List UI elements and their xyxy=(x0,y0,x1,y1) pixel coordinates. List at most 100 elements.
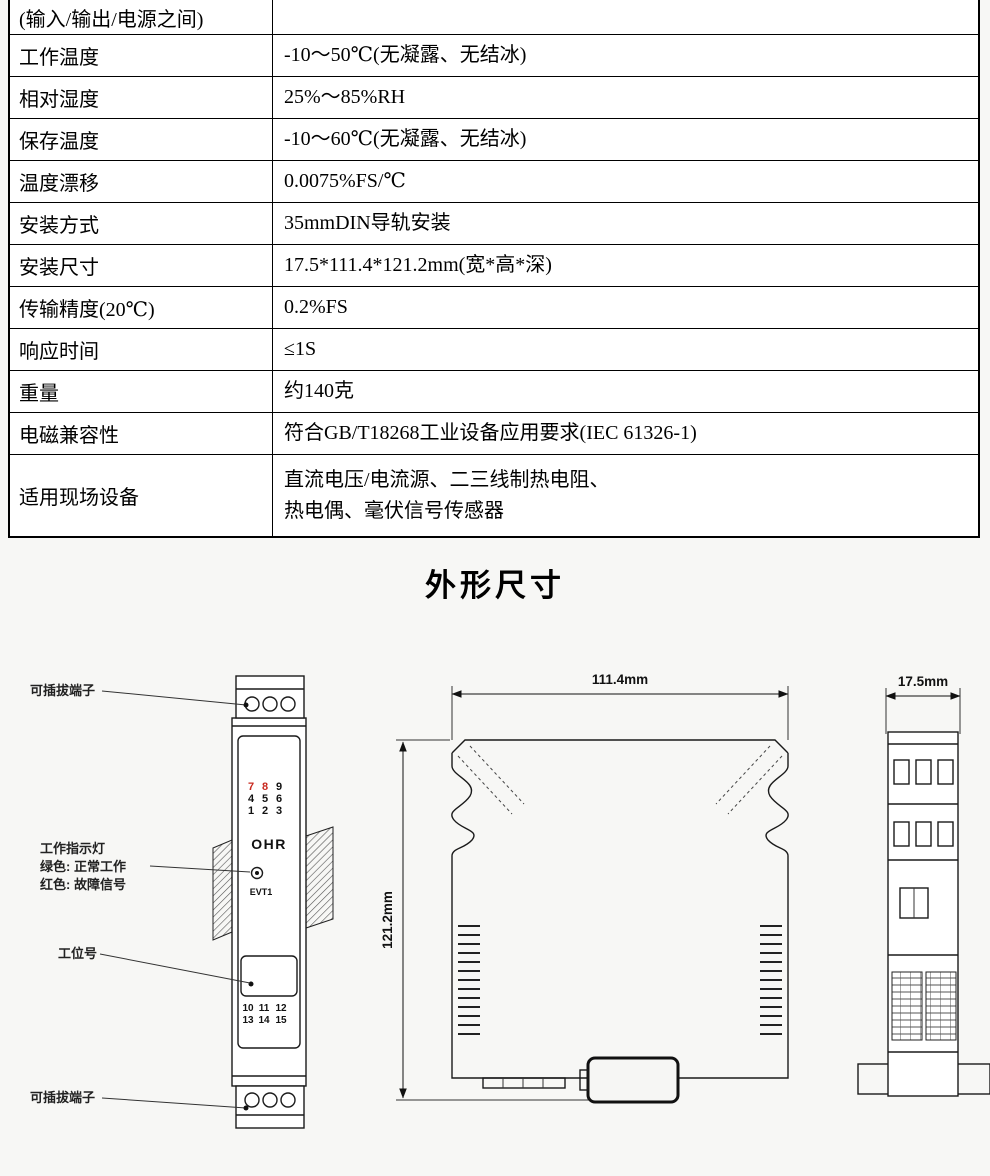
terminal-screw xyxy=(262,1092,278,1108)
terminal-number: 12 xyxy=(275,1003,287,1014)
dimension-height-label: 121.2mm xyxy=(380,891,395,949)
outline-dimensions-drawing: 7 8 9 4 5 6 1 2 3 OHR EVT1 10 11 12 13 1… xyxy=(30,672,990,1129)
terminal-number: 13 xyxy=(242,1015,254,1026)
brand-logo: OHR xyxy=(251,836,287,852)
vent-slots-left xyxy=(458,925,480,1035)
callout-labels: 可插拔端子 工作指示灯 绿色: 正常工作 红色: 故障信号 工位号 可插拔端子 xyxy=(30,683,251,1111)
table-row: 重量 约140克 xyxy=(10,370,978,412)
callout-indicator-title: 工作指示灯 xyxy=(40,841,105,856)
vent-slots-right xyxy=(760,925,782,1035)
spec-value-cell: -10～50℃(无凝露、无结冰) xyxy=(284,44,527,66)
led-label: EVT1 xyxy=(250,887,273,897)
spec-label-cell: 重量 xyxy=(10,371,273,412)
terminal-number: 3 xyxy=(276,805,282,817)
din-rail-hatch-left xyxy=(212,839,233,941)
spec-label-cell: 工作温度 xyxy=(10,35,273,76)
terminal-number: 10 xyxy=(242,1003,254,1014)
spec-value-cell: 0.0075%FS/℃ xyxy=(284,170,406,192)
callout-plug-bottom: 可插拔端子 xyxy=(30,1090,95,1105)
spec-value-cell xyxy=(273,0,978,34)
terminal-number: 8 xyxy=(262,781,268,793)
terminal-slot xyxy=(937,821,954,847)
terminal-slot xyxy=(893,759,910,785)
callout-station: 工位号 xyxy=(58,946,97,961)
table-row: 工作温度 -10～50℃(无凝露、无结冰) xyxy=(10,34,978,76)
mounting-foot xyxy=(482,1077,566,1089)
terminal-screw xyxy=(244,1092,260,1108)
dimension-width-label: 111.4mm xyxy=(592,672,648,687)
spec-label-cell: 安装方式 xyxy=(10,203,273,244)
spec-value-cell: 25%～85%RH xyxy=(284,86,406,108)
terminal-number: 2 xyxy=(262,805,268,817)
side-view: 111.4mm 121.2mm xyxy=(380,672,789,1104)
spec-label-cell: 温度漂移 xyxy=(10,161,273,202)
connector-tab xyxy=(579,1069,589,1091)
hidden-edge xyxy=(715,745,771,805)
spec-value-cell: 约140克 xyxy=(284,380,354,402)
callout-indicator-red: 红色: 故障信号 xyxy=(40,877,126,892)
spec-value-cell: 直流电压/电流源、二三线制热电阻、 热电偶、毫伏信号传感器 xyxy=(284,468,610,522)
spec-label-cell: 适用现场设备 xyxy=(10,455,273,536)
spec-value-cell: ≤1S xyxy=(284,338,317,360)
table-row: 安装尺寸 17.5*111.4*121.2mm(宽*高*深) xyxy=(10,244,978,286)
table-row: 相对湿度 25%～85%RH xyxy=(10,76,978,118)
spec-label-cell: 安装尺寸 xyxy=(10,245,273,286)
table-row: 响应时间 ≤1S xyxy=(10,328,978,370)
terminal-number: 14 xyxy=(258,1015,270,1026)
terminal-number: 15 xyxy=(275,1015,287,1026)
leader-line xyxy=(101,690,247,706)
table-row: (输入/输出/电源之间) xyxy=(10,0,978,34)
end-module-body xyxy=(887,731,959,1097)
vent-grid xyxy=(891,971,923,1041)
spec-value-cell: -10～60℃(无凝露、无结冰) xyxy=(284,128,527,150)
housing-top-outline xyxy=(451,739,789,766)
section-title-outline-dimensions: 外形尺寸 xyxy=(425,568,565,603)
hidden-edge xyxy=(727,755,783,815)
leader-line xyxy=(99,953,251,984)
spec-label-cell: 相对湿度 xyxy=(10,77,273,118)
spec-label-cell: 电磁兼容性 xyxy=(10,413,273,454)
terminal-number: 5 xyxy=(262,793,268,805)
terminal-number: 6 xyxy=(276,793,282,805)
terminal-screw xyxy=(280,1092,296,1108)
table-row: 安装方式 35mmDIN导轨安装 xyxy=(10,202,978,244)
housing-outline xyxy=(451,765,789,1079)
station-label-box xyxy=(240,955,298,997)
din-rail-hatch-right xyxy=(305,826,334,929)
spec-value-cell: 35mmDIN导轨安装 xyxy=(284,212,451,234)
spec-value-cell: 17.5*111.4*121.2mm(宽*高*深) xyxy=(284,254,552,276)
dimension-depth-label: 17.5mm xyxy=(898,674,948,689)
station-callout-dot xyxy=(248,981,254,987)
terminal-slot xyxy=(915,821,932,847)
leader-line xyxy=(101,1097,247,1109)
hidden-edge xyxy=(457,755,513,815)
end-view: 17.5mm xyxy=(857,674,990,1097)
bottom-connector xyxy=(586,1056,680,1104)
table-row: 保存温度 -10～60℃(无凝露、无结冰) xyxy=(10,118,978,160)
spec-value-cell: 符合GB/T18268工业设备应用要求(IEC 61326-1) xyxy=(284,422,697,444)
terminal-number: 7 xyxy=(248,781,254,793)
spec-label-cell: (输入/输出/电源之间) xyxy=(10,0,273,34)
status-led-dot xyxy=(255,871,259,875)
terminal-screw xyxy=(262,696,278,712)
table-row: 电磁兼容性 符合GB/T18268工业设备应用要求(IEC 61326-1) xyxy=(10,412,978,454)
terminal-slot xyxy=(915,759,932,785)
spec-label-cell: 传输精度(20℃) xyxy=(10,287,273,328)
spec-table: (输入/输出/电源之间) 工作温度 -10～50℃(无凝露、无结冰) 相对湿度 … xyxy=(8,0,980,538)
vent-grid xyxy=(925,971,957,1041)
spec-label-cell: 响应时间 xyxy=(10,329,273,370)
terminal-number: 4 xyxy=(248,793,255,805)
terminal-number: 1 xyxy=(248,805,254,817)
callout-indicator-green: 绿色: 正常工作 xyxy=(40,859,126,874)
terminal-slot xyxy=(937,759,954,785)
table-row: 传输精度(20℃) 0.2%FS xyxy=(10,286,978,328)
front-view: 7 8 9 4 5 6 1 2 3 OHR EVT1 10 11 12 13 1… xyxy=(212,675,334,1129)
hidden-edge xyxy=(469,745,525,805)
callout-plug-top: 可插拔端子 xyxy=(30,683,95,698)
terminal-number: 11 xyxy=(259,1003,270,1014)
terminal-number: 9 xyxy=(276,781,282,793)
leader-line xyxy=(149,865,251,873)
table-row: 温度漂移 0.0075%FS/℃ xyxy=(10,160,978,202)
table-row: 适用现场设备 直流电压/电流源、二三线制热电阻、 热电偶、毫伏信号传感器 xyxy=(10,454,978,536)
terminal-screw xyxy=(280,696,296,712)
